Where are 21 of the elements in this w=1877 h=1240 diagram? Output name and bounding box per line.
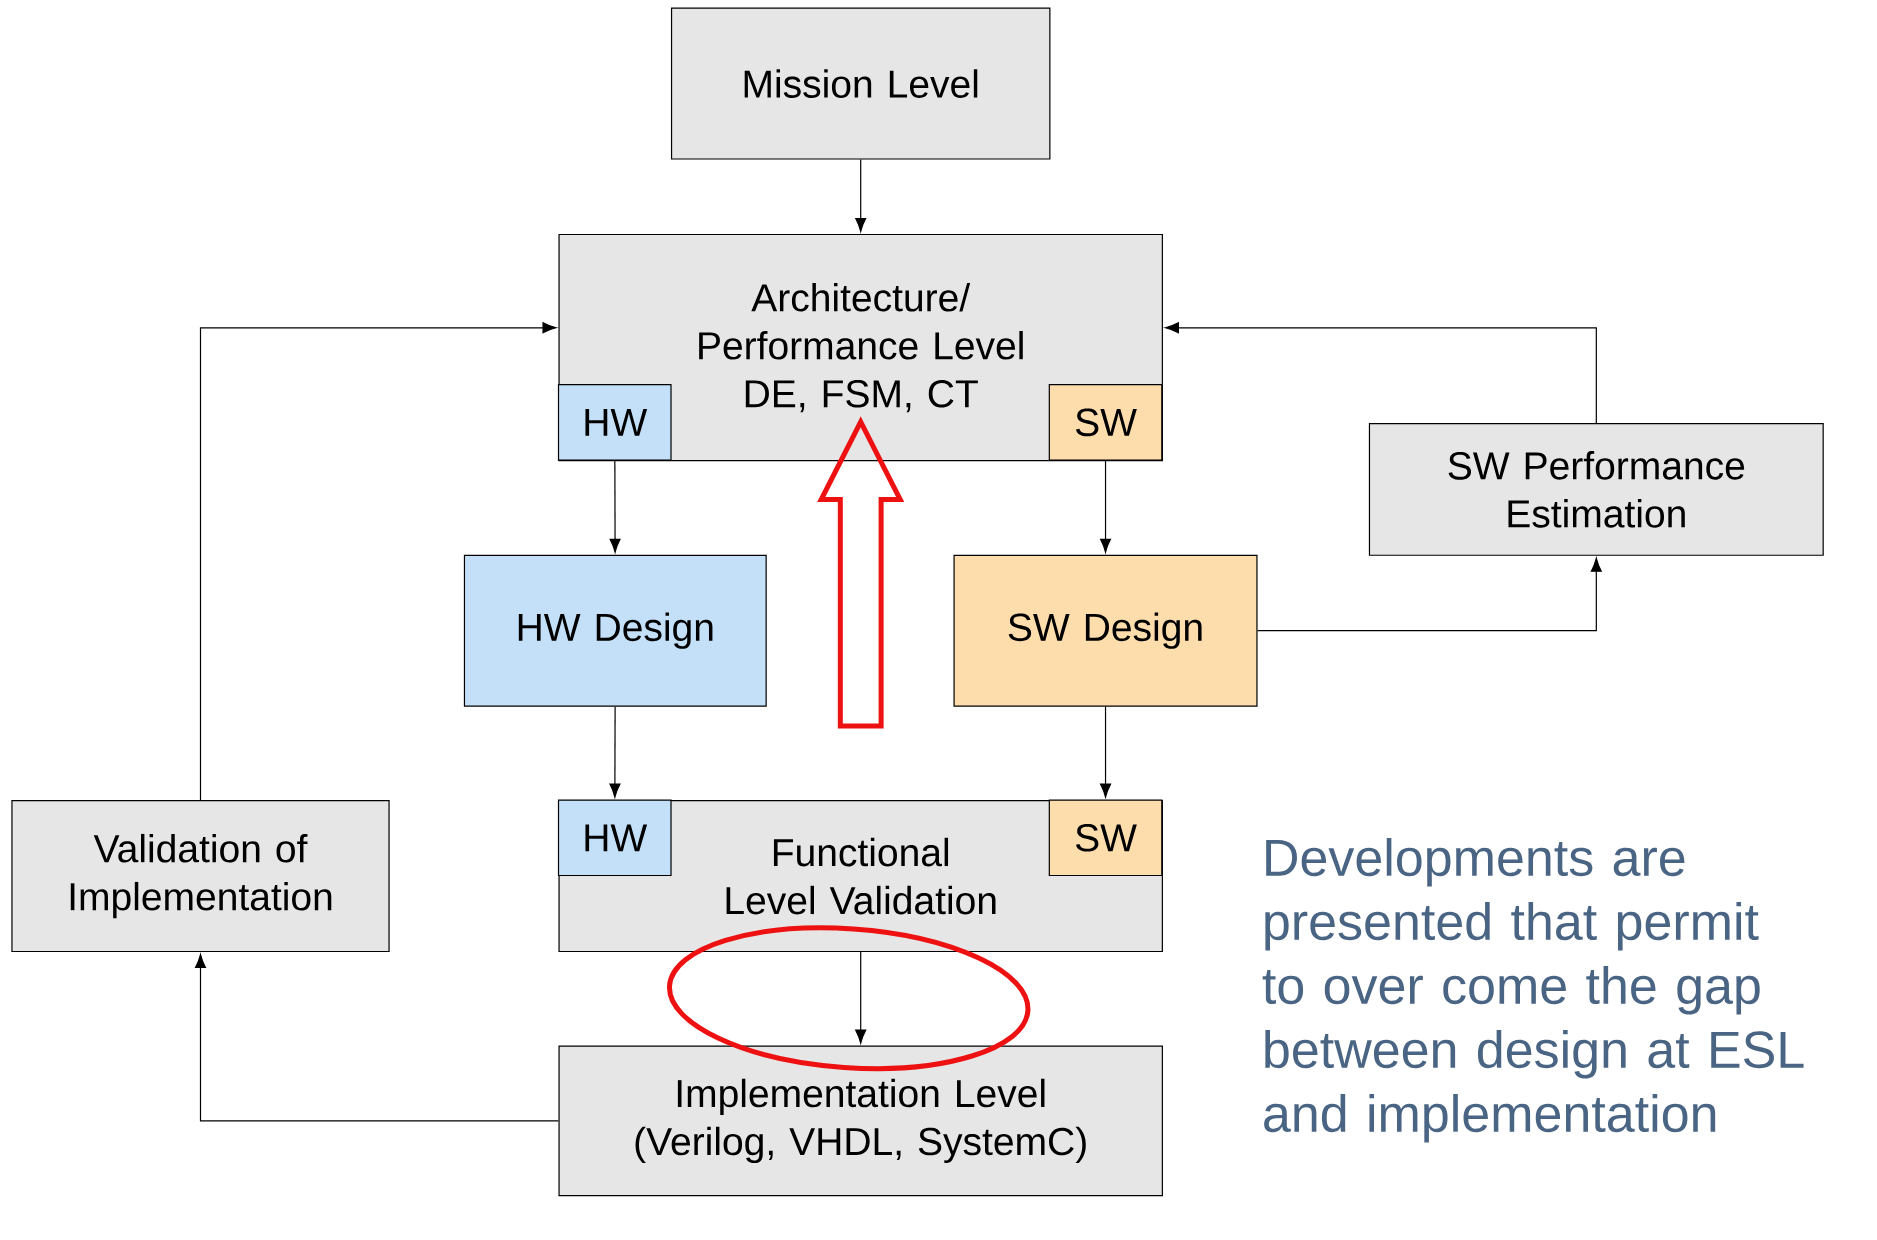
process-box: SW Design: [953, 554, 1258, 707]
arrow: [855, 951, 867, 1044]
process-box: SW Performance Estimation: [1368, 422, 1824, 556]
tag-box: SW: [1048, 799, 1163, 877]
process-box: Implementation Level (Verilog, VHDL, SystemC): [558, 1045, 1163, 1197]
process-box: Validation of Implementation: [11, 800, 390, 953]
arrow: [199, 322, 557, 801]
tag-box: HW: [557, 799, 672, 877]
arrow: [609, 706, 621, 798]
process-box: Mission Level: [670, 7, 1051, 160]
note-text: Developments are presented that permit to over come the gap between design at ESL and implementation: [1262, 838, 1804, 1143]
arrow: [1256, 557, 1602, 632]
tag-box: HW: [557, 384, 672, 461]
arrow: [855, 159, 867, 232]
tag-box: SW: [1048, 384, 1163, 461]
arrow: [1100, 460, 1112, 553]
arrow: [194, 953, 560, 1122]
arrow: [1100, 706, 1112, 798]
arrow: [1164, 322, 1597, 424]
arrow: [609, 460, 621, 553]
process-box: HW Design: [463, 554, 767, 707]
